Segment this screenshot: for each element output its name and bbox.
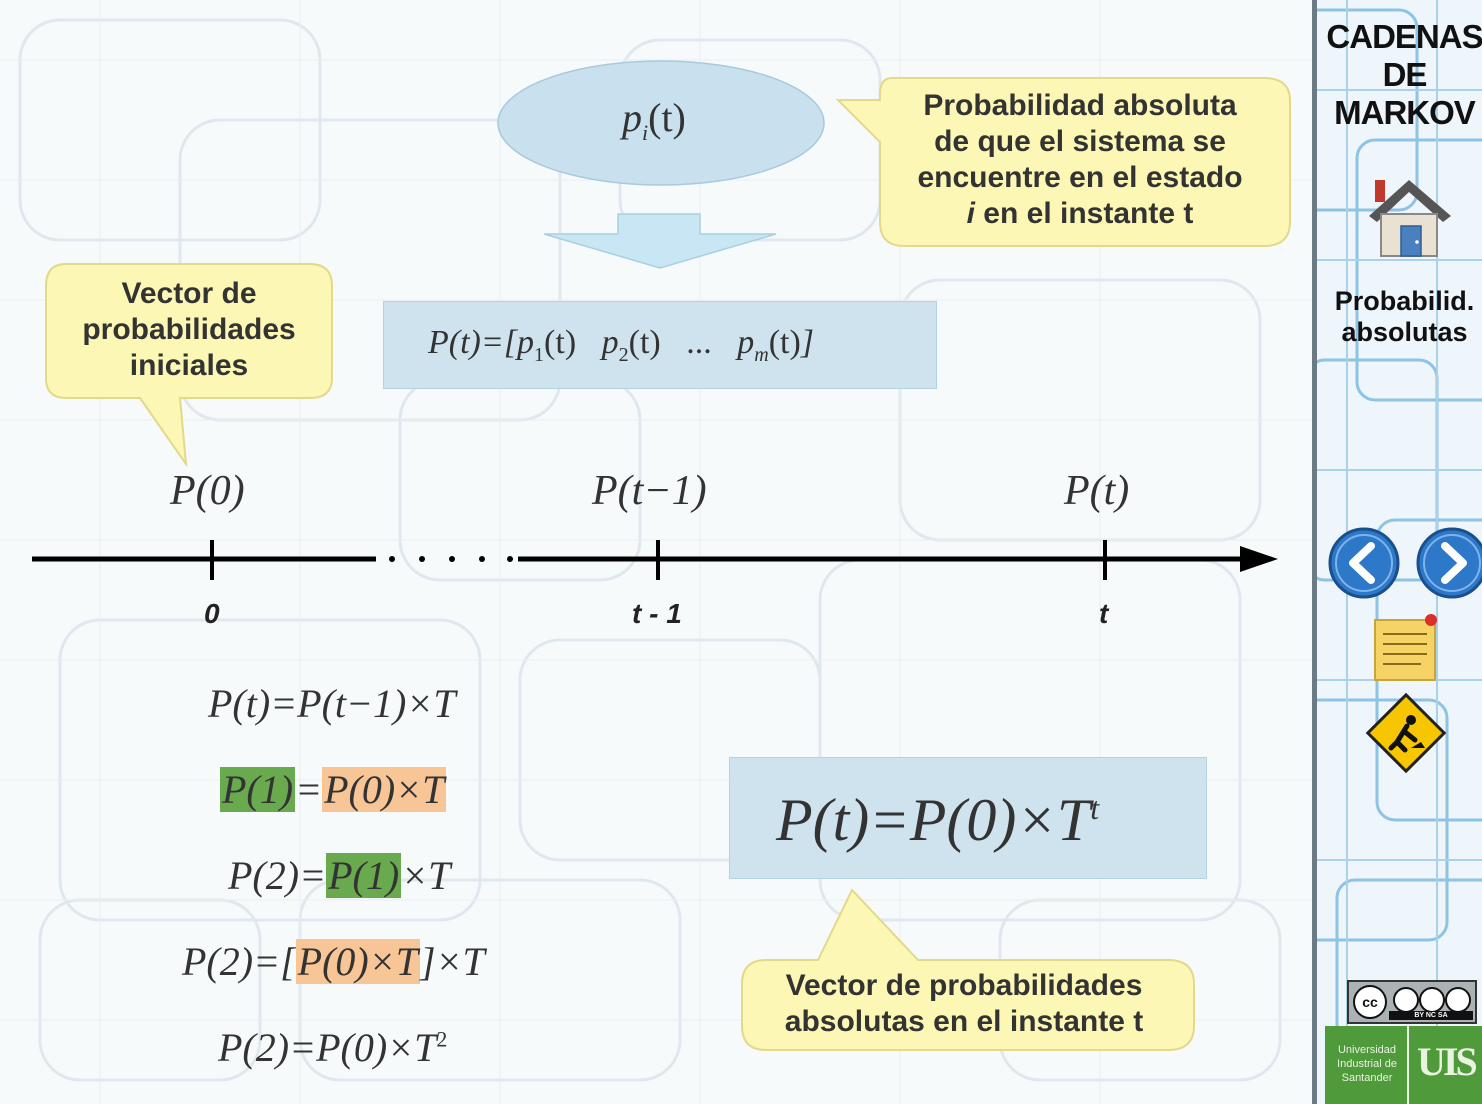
- university-logo[interactable]: Universidad Industrial de Santander UIS: [1325, 1026, 1482, 1104]
- under-construction-icon[interactable]: [1365, 692, 1447, 774]
- main-formula: P(t)=P(0)×Tt: [776, 787, 1100, 853]
- formula-pi-t: pi(t): [622, 95, 686, 145]
- logo-divider: [1407, 1026, 1409, 1104]
- main-formula-box: [729, 757, 1207, 879]
- sidebar-subtitle: Probabilid. absolutas: [1334, 286, 1475, 348]
- down-arrow-shape: [543, 213, 777, 269]
- callout-initial-shape: [45, 263, 333, 468]
- callout-absolute-shape: [835, 77, 1291, 247]
- timeline-label-pt: P(t): [1064, 468, 1130, 514]
- tick-label-t: t: [1099, 598, 1109, 629]
- vector-formula-box: [383, 301, 937, 389]
- callout-initial-text: Vector de probabilidades iniciales: [82, 277, 296, 382]
- callout-absolute-text: Probabilidad absoluta de que el sistema …: [917, 89, 1243, 230]
- callout-vector-text: Vector de probabilidades absolutas en el…: [784, 969, 1144, 1038]
- equation-p1: P(1)=P(0)×T: [220, 767, 447, 812]
- by-icon: [1393, 987, 1419, 1013]
- notes-icon[interactable]: [1371, 612, 1441, 686]
- timeline-axis: [32, 540, 1278, 580]
- sidebar-title: CADENAS DE MARKOV: [1326, 18, 1482, 131]
- previous-button[interactable]: [1327, 526, 1401, 600]
- sa-icon: [1445, 987, 1471, 1013]
- cc-license-badge[interactable]: cc BY NC SA: [1347, 980, 1477, 1024]
- university-name: Universidad Industrial de Santander: [1337, 1044, 1397, 1084]
- sidebar-panel: CADENAS DE MARKOV Probabilid. absolutas: [1312, 0, 1482, 1104]
- callout-vector-shape: [741, 888, 1195, 1051]
- tick-label-0: 0: [204, 598, 220, 629]
- equation-p2-expanded: P(2)=[P(0)×T]×T: [182, 939, 485, 984]
- cc-icon: cc: [1353, 985, 1387, 1019]
- equation-p2-power: P(2)=P(0)×T2: [218, 1025, 448, 1070]
- timeline-label-pt1: P(t−1): [592, 468, 707, 514]
- ellipse-shape: [497, 60, 825, 186]
- equation-p2: P(2)=P(1)×T: [228, 853, 451, 898]
- uis-logo-mark: UIS: [1417, 1039, 1478, 1084]
- equation-recurrence: P(t)=P(t−1)×T: [208, 681, 456, 726]
- license-text: BY NC SA: [1389, 1011, 1473, 1020]
- slide-canvas: pi(t) Probabilidad absoluta de que el si…: [0, 0, 1312, 1104]
- next-button[interactable]: [1415, 526, 1482, 600]
- nc-icon: [1419, 987, 1445, 1013]
- vector-formula: P(t)=[p1(t) p2(t) ... pm(t)]: [428, 324, 815, 366]
- tick-label-t-1: t - 1: [632, 598, 682, 629]
- timeline-label-p0: P(0): [170, 468, 245, 514]
- home-icon[interactable]: [1365, 172, 1455, 262]
